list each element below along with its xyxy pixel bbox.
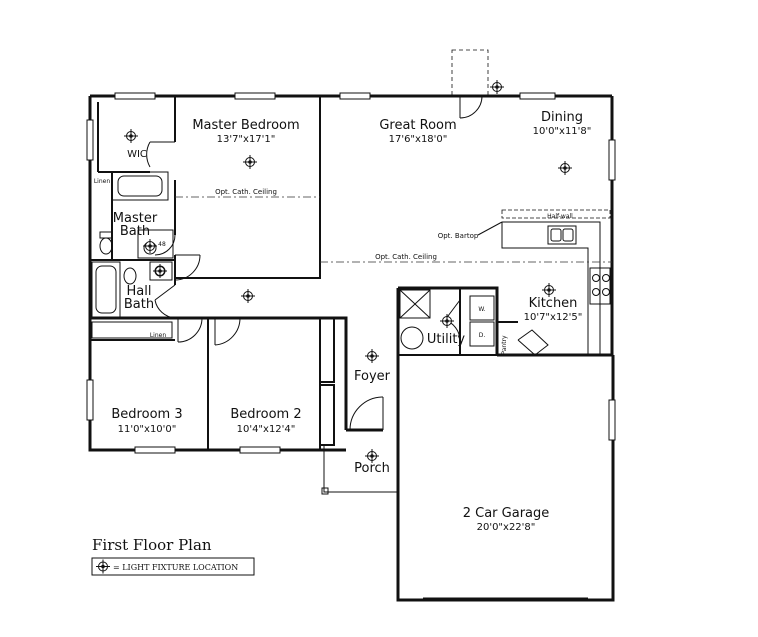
- foyer-label: Foyer: [354, 369, 391, 384]
- interior-walls: [89, 96, 518, 450]
- plan-title: First Floor Plan: [92, 536, 212, 554]
- note-half-wall: Half-wall: [547, 213, 573, 220]
- doors: [146, 141, 549, 431]
- porch-label: Porch: [354, 461, 390, 476]
- bedroom2-dims: 10'4"x12'4": [237, 424, 296, 435]
- note-opt-cath-ceiling-1: Opt. Cath. Ceiling: [215, 188, 277, 196]
- note-water-heater: 48: [158, 241, 166, 248]
- legend-text: = LIGHT FIXTURE LOCATION: [113, 563, 238, 572]
- note-linen-1: Linen: [94, 178, 111, 185]
- garage-dims: 20'0"x22'8": [477, 522, 536, 533]
- rear-door: [451, 49, 489, 119]
- great-room-name: Great Room: [379, 118, 456, 133]
- light-fixtures: [123, 79, 573, 464]
- exterior-windows: [86, 92, 616, 454]
- dining-name: Dining: [541, 110, 583, 125]
- garage-name: 2 Car Garage: [463, 506, 550, 521]
- kitchen-dims: 10'7"x12'5": [524, 312, 583, 323]
- note-pantry: Pantry: [501, 335, 508, 355]
- note-linen-2: Linen: [150, 332, 167, 339]
- room-labels: Master Bedroom 13'7"x17'1" Great Room 17…: [111, 110, 591, 533]
- plan-notes: Opt. Cath. Ceiling Opt. Cath. Ceiling Op…: [94, 178, 573, 355]
- hall-bath-label-2: Bath: [124, 297, 154, 312]
- dining-dims: 10'0"x11'8": [533, 126, 592, 137]
- kitchen-name: Kitchen: [529, 296, 578, 311]
- note-opt-bartop: Opt. Bartop: [438, 232, 479, 240]
- wic-label: WIC: [127, 149, 147, 160]
- great-room-dims: 17'6"x18'0": [389, 134, 448, 145]
- master-bath-label-2: Bath: [120, 224, 150, 239]
- note-washer: W.: [478, 306, 485, 313]
- hall-bath-label-1: Hall: [127, 284, 152, 299]
- note-dryer: D.: [479, 332, 486, 339]
- bedroom3-name: Bedroom 3: [111, 407, 182, 422]
- master-bath-label-1: Master: [113, 211, 158, 226]
- legend: = LIGHT FIXTURE LOCATION: [91, 557, 255, 576]
- note-opt-cath-ceiling-2: Opt. Cath. Ceiling: [375, 253, 437, 261]
- utility-label: Utility: [427, 332, 466, 347]
- master-bedroom-dims: 13'7"x17'1": [217, 134, 276, 145]
- master-bedroom-name: Master Bedroom: [192, 118, 299, 133]
- fixtures: [91, 171, 611, 599]
- ceiling-lines: [175, 196, 612, 263]
- bedroom2-name: Bedroom 2: [230, 407, 301, 422]
- bedroom3-dims: 11'0"x10'0": [118, 424, 177, 435]
